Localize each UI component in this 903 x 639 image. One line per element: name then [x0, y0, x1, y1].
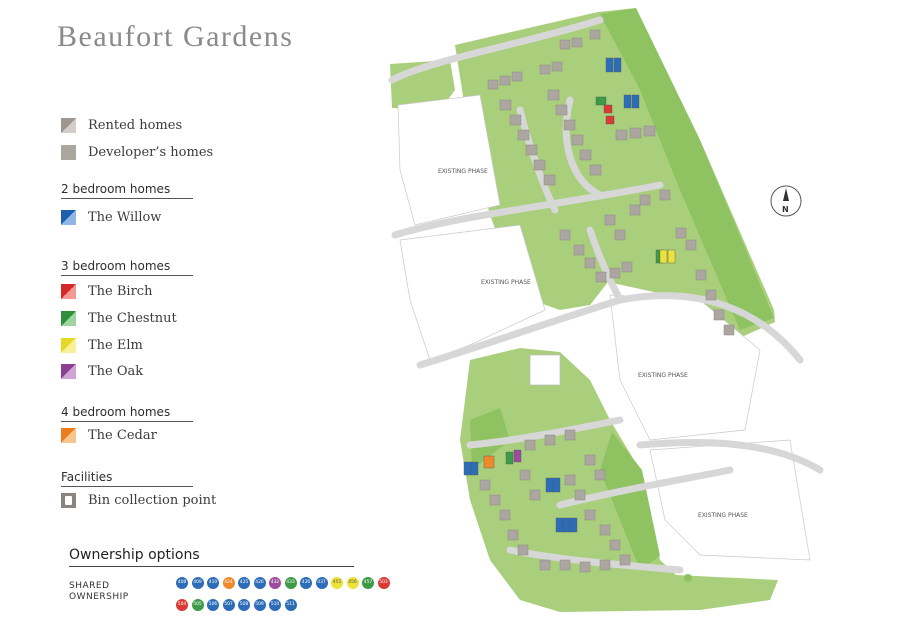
- plot-511-badge: 511: [284, 599, 297, 611]
- substation-block: [529, 354, 561, 386]
- shared-label-line-2: OWNERSHIP: [69, 592, 129, 602]
- plot-408-badge: 408: [176, 577, 188, 589]
- legend-birch: The Birch: [61, 284, 152, 299]
- legend-chestnut: The Chestnut: [61, 311, 177, 326]
- plot-510-badge: 510: [269, 599, 281, 611]
- legend-facilities-heading: Facilities: [61, 470, 193, 487]
- plot-504-badge: 504: [176, 599, 188, 611]
- plot-456-badge: 456: [346, 577, 359, 589]
- house-types: [463, 57, 676, 533]
- legend-rented-label: Rented homes: [88, 118, 183, 133]
- legend-oak: The Oak: [61, 364, 143, 379]
- legend-chestnut-label: The Chestnut: [88, 311, 177, 326]
- willow-swatch-icon: [61, 210, 76, 225]
- chestnut-swatch-icon: [61, 311, 76, 326]
- plot-455-badge: 455: [331, 577, 343, 589]
- legend-elm-label: The Elm: [88, 338, 143, 353]
- plot-508-badge: 508: [238, 599, 250, 611]
- legend-cedar-label: The Cedar: [88, 428, 157, 443]
- plot-457-badge: 457: [362, 577, 374, 589]
- legend-bin-label: Bin collection point: [88, 493, 217, 508]
- cedar-swatch-icon: [61, 428, 76, 443]
- existing-phase-label-3: EXISTING PHASE: [638, 372, 688, 379]
- legend-elm: The Elm: [61, 338, 143, 353]
- existing-phase-label-2: EXISTING PHASE: [481, 279, 531, 286]
- shared-label-line-1: SHARED: [69, 581, 110, 591]
- developer-swatch-icon: [61, 145, 76, 160]
- plot-507-badge: 507: [222, 599, 235, 611]
- plot-433-badge: 433: [284, 577, 297, 589]
- shared-ownership-label: SHARED OWNERSHIP: [69, 581, 129, 603]
- rented-swatch-icon: [61, 118, 76, 133]
- legend-four-bed-heading: 4 bedroom homes: [61, 405, 193, 422]
- page-title: Beaufort Gardens: [57, 20, 294, 53]
- birch-swatch-icon: [61, 284, 76, 299]
- oak-swatch-icon: [61, 364, 76, 379]
- legend-developer: Developer’s homes: [61, 145, 213, 160]
- plot-437-badge: 437: [315, 577, 328, 589]
- legend-developer-label: Developer’s homes: [88, 145, 214, 160]
- existing-phases: [397, 94, 811, 561]
- plot-509-badge: 509: [253, 599, 266, 611]
- legend-birch-label: The Birch: [88, 284, 153, 299]
- plot-410-badge: 410: [207, 577, 219, 589]
- existing-phase-label-1: EXISTING PHASE: [438, 168, 488, 175]
- existing-phase-label-4: EXISTING PHASE: [698, 512, 748, 519]
- legend-cedar: The Cedar: [61, 428, 157, 443]
- elm-swatch-icon: [61, 338, 76, 353]
- landscape-green: [390, 8, 778, 612]
- legend-willow-label: The Willow: [88, 210, 162, 225]
- plot-432-badge: 432: [269, 577, 281, 589]
- north-arrow-icon: N: [770, 185, 802, 217]
- developer-homes: [479, 29, 735, 573]
- plot-506-badge: 506: [207, 599, 219, 611]
- legend-willow: The Willow: [61, 210, 161, 225]
- plot-409-badge: 409: [191, 577, 204, 589]
- legend-three-bed-heading: 3 bedroom homes: [61, 259, 193, 276]
- plot-436-badge: 436: [300, 577, 312, 589]
- north-label: N: [782, 205, 789, 214]
- legend-oak-label: The Oak: [88, 364, 144, 379]
- roads: [388, 16, 824, 574]
- ownership-title: Ownership options: [69, 547, 354, 567]
- bin-icon: [61, 493, 76, 508]
- plot-426-badge: 426: [253, 577, 266, 589]
- plot-425-badge: 425: [238, 577, 250, 589]
- legend-bin: Bin collection point: [61, 493, 216, 508]
- legend-two-bed-heading: 2 bedroom homes: [61, 182, 193, 199]
- plot-505-badge: 505: [191, 599, 204, 611]
- plot-424-badge: 424: [222, 577, 235, 589]
- legend-rented: Rented homes: [61, 118, 182, 133]
- roundabout-green: [684, 574, 692, 582]
- plot-503-badge: 503: [377, 577, 390, 589]
